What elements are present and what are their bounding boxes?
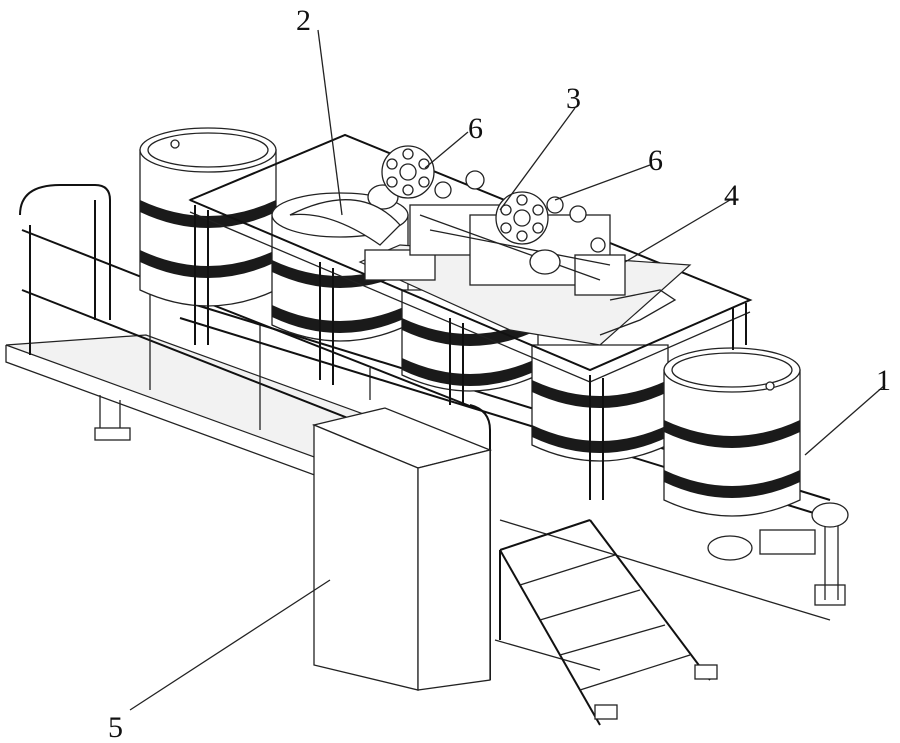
label-2: 2 bbox=[296, 4, 311, 37]
leader-lines bbox=[129, 29, 886, 711]
label-6-upper: 6 bbox=[468, 112, 483, 145]
label-6-lower: 6 bbox=[648, 144, 663, 177]
handwheels bbox=[434, 170, 606, 253]
drive-motor bbox=[707, 502, 849, 561]
label-4: 4 bbox=[724, 179, 739, 212]
capping-mechanism bbox=[289, 184, 692, 346]
reel-wheel-2 bbox=[495, 191, 549, 245]
top-frame bbox=[188, 133, 753, 500]
reel-wheel-1 bbox=[381, 145, 435, 199]
barrel-4 bbox=[531, 344, 669, 462]
label-5: 5 bbox=[108, 711, 123, 743]
stairs bbox=[499, 519, 718, 726]
label-1: 1 bbox=[876, 364, 891, 397]
electrical-cabinet bbox=[311, 407, 493, 691]
label-3: 3 bbox=[566, 82, 581, 115]
barrel-5 bbox=[663, 347, 801, 517]
barrel-2 bbox=[271, 192, 409, 342]
